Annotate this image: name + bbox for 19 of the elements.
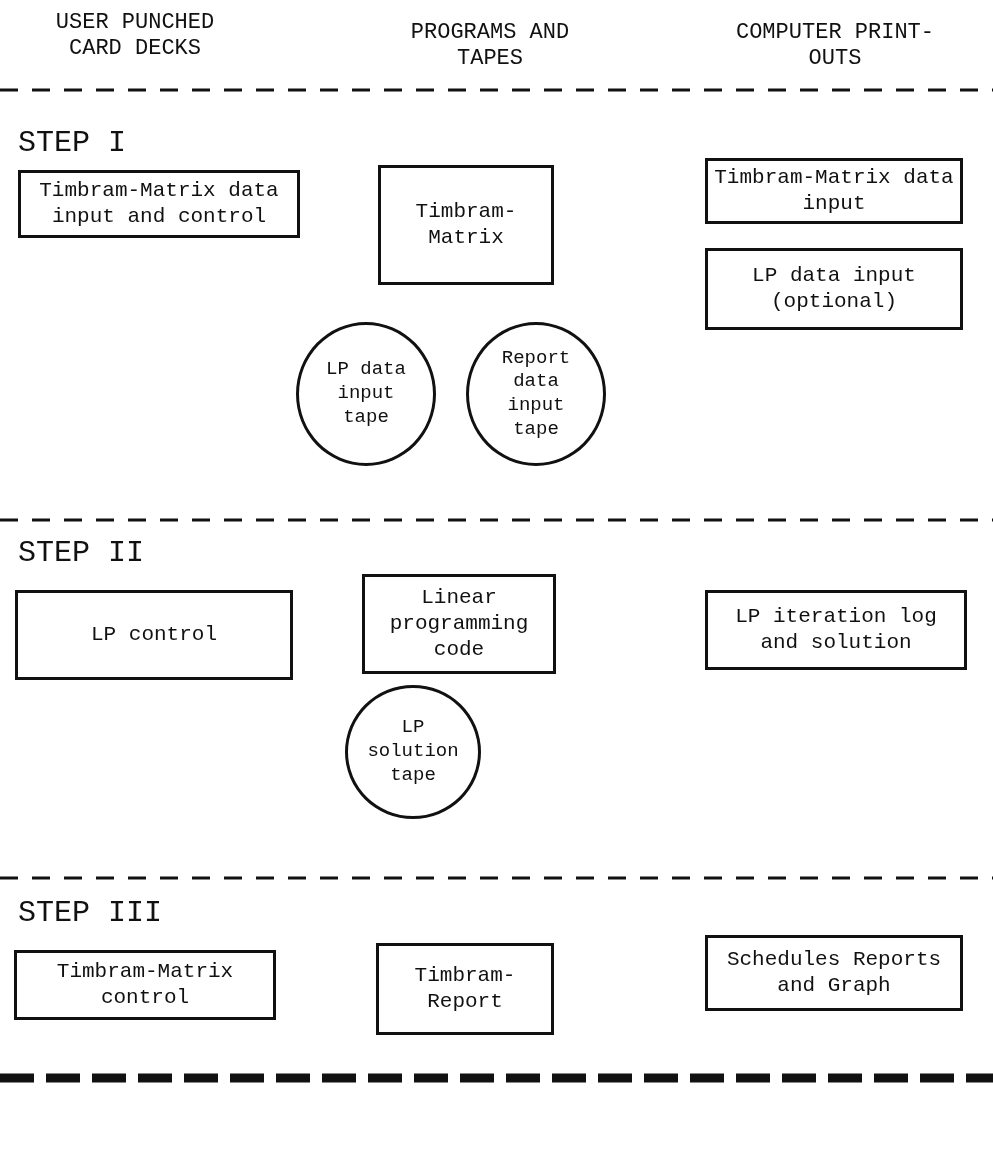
process-box: LP data input (optional) (705, 248, 963, 330)
process-box: LP control (15, 590, 293, 680)
tape-circle: LP solution tape (345, 685, 481, 819)
process-box: Timbram-Matrix control (14, 950, 276, 1020)
tape-circle: LP data input tape (296, 322, 436, 466)
tape-circle: Report data input tape (466, 322, 606, 466)
process-box: Timbram-Matrix data input (705, 158, 963, 224)
column-heading: PROGRAMS AND TAPES (409, 20, 571, 73)
process-box: Timbram-Matrix data input and control (18, 170, 300, 238)
step-heading: STEP III (18, 895, 163, 931)
step-heading: STEP I (18, 125, 127, 161)
process-box: Linear programming code (362, 574, 556, 674)
process-box: Timbram-Matrix (378, 165, 554, 285)
column-heading: COMPUTER PRINT-OUTS (734, 20, 935, 73)
column-heading: USER PUNCHED CARD DECKS (54, 10, 216, 63)
process-box: Schedules Reports and Graph (705, 935, 963, 1011)
step-heading: STEP II (18, 535, 145, 571)
process-box: Timbram-Report (376, 943, 554, 1035)
process-box: LP iteration log and solution (705, 590, 967, 670)
